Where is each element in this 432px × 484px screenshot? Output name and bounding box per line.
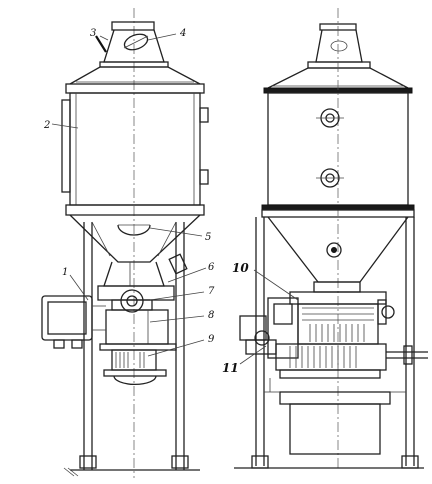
inlet-flap (123, 33, 149, 51)
side-mechanism (239, 291, 428, 392)
label-1: 1 (62, 267, 68, 278)
label-7: 7 (208, 286, 215, 297)
label-2: 2 (43, 120, 50, 131)
leader-11 (239, 345, 267, 365)
conveyor-11 (275, 343, 387, 371)
front-roof (65, 66, 205, 94)
label-3: 3 (90, 28, 96, 39)
label-10: 10 (232, 261, 249, 275)
leader-10 (253, 269, 299, 301)
front-view: 3 4 2 5 1 6 7 8 9 (41, 8, 215, 478)
front-leaders (51, 33, 207, 357)
housing-latch-top (199, 107, 209, 123)
side-housing (261, 8, 415, 470)
gearbox-10 (267, 297, 299, 359)
side-legs (234, 217, 424, 469)
label-6: 6 (208, 262, 215, 273)
label-9: 9 (208, 334, 215, 345)
housing-door (61, 99, 71, 193)
dosing-wheel (120, 289, 144, 313)
label-5: 5 (205, 232, 211, 243)
hopper-valve-5 (117, 224, 151, 236)
side-motor (239, 315, 267, 341)
inlet-flap-handle (95, 35, 107, 53)
dosing-body-8 (105, 309, 169, 345)
front-housing (61, 92, 209, 216)
housing-latch-bottom (199, 169, 209, 185)
front-dosing-unit (97, 285, 177, 386)
label-11: 11 (222, 361, 239, 375)
label-8: 8 (208, 310, 214, 321)
side-view: 10 11 (222, 8, 428, 470)
front-legs (63, 221, 200, 477)
front-inlet-nozzle (95, 21, 169, 68)
front-motor (41, 295, 106, 349)
label-4: 4 (179, 28, 186, 39)
front-hopper (69, 214, 201, 287)
side-inlet (307, 23, 371, 69)
